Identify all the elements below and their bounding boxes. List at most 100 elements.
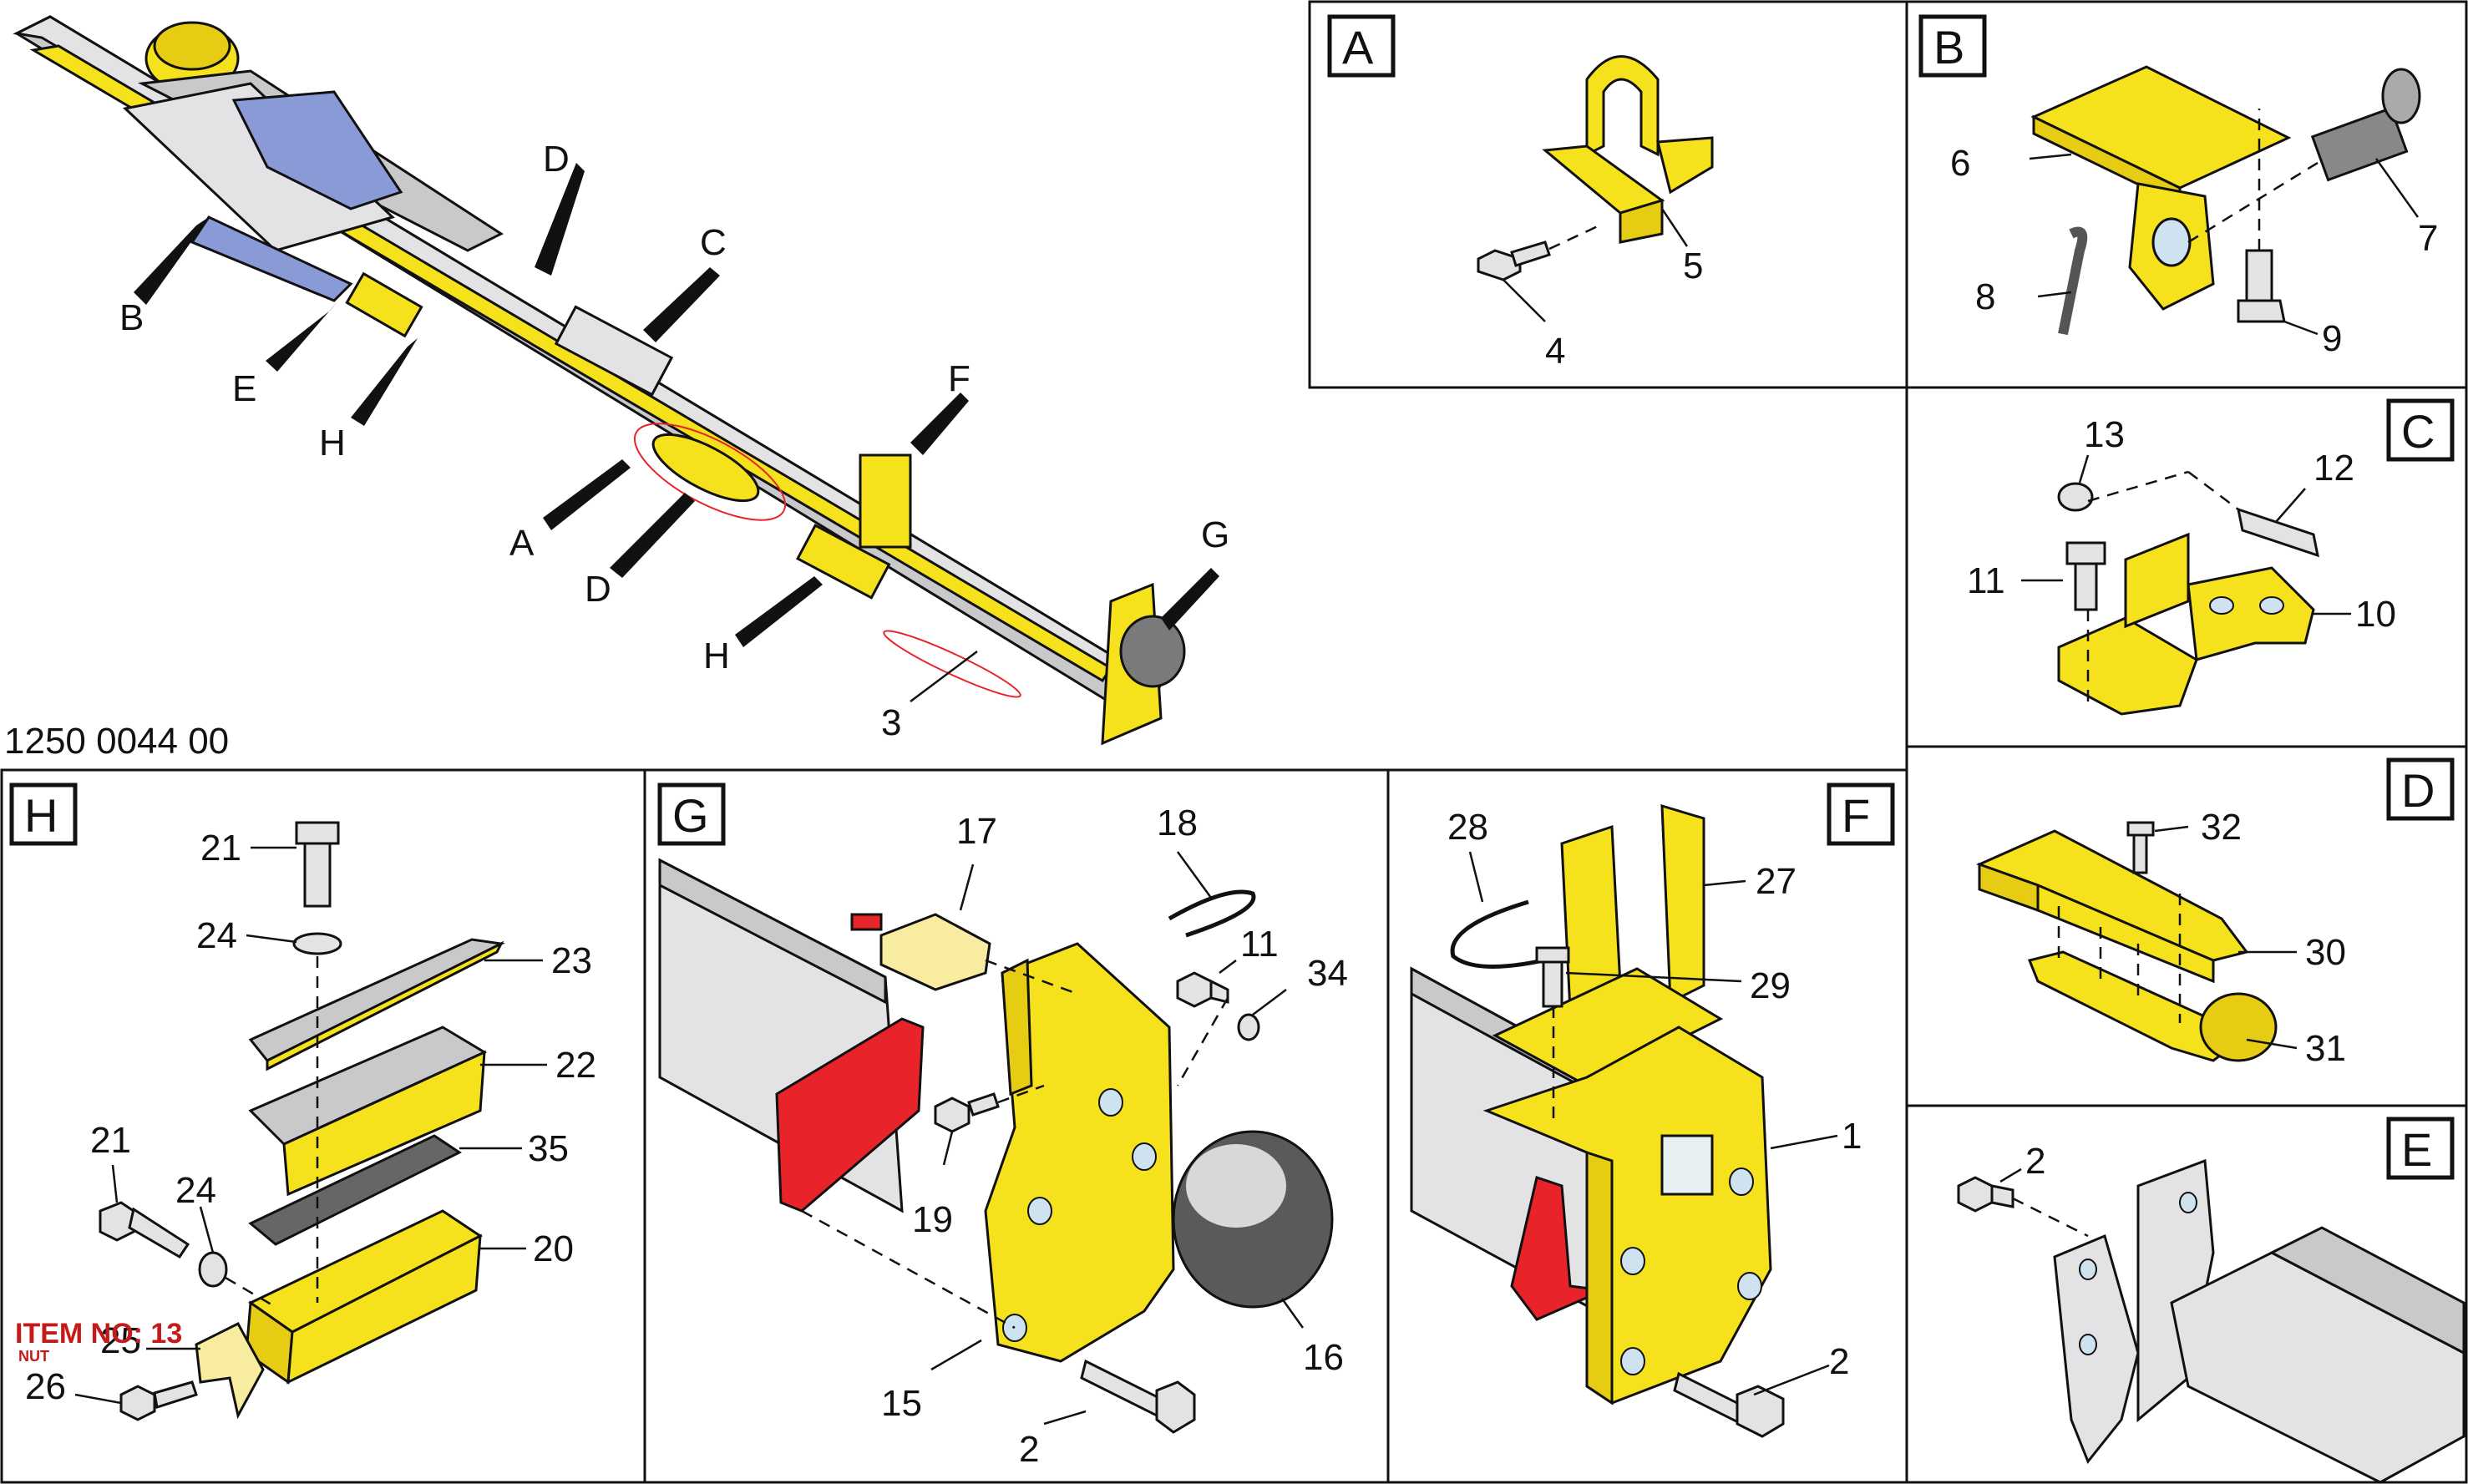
label-23: 23 [551, 940, 592, 981]
label-9: 9 [2322, 318, 2342, 359]
leader-12 [2275, 488, 2306, 523]
panel-E: E 2 [1957, 1117, 2465, 1484]
panel-B: B 6 7 8 9 [1918, 14, 2438, 359]
hose-reel-top [153, 21, 231, 71]
pin-7-head [2381, 68, 2421, 124]
leader-9 [2283, 320, 2319, 336]
slide-20-front [286, 1233, 482, 1385]
marker-D-top: D [543, 139, 570, 180]
plate-E-hole-2 [2179, 1192, 2197, 1213]
panel-E-title: E [2401, 1123, 2432, 1176]
label-16: 16 [1303, 1337, 1344, 1378]
label-5: 5 [1683, 246, 1703, 286]
marker-arrow-B [134, 217, 209, 305]
end-plate-15-side [1001, 958, 1033, 1097]
panel-D-title-box [2386, 757, 2455, 821]
marker-arrow-D-bottom [610, 493, 695, 578]
bolt-2-head-E [1957, 1176, 1994, 1213]
label-34: 34 [1307, 953, 1348, 994]
washer-24-top [292, 932, 342, 955]
washer-34 [1237, 1013, 1260, 1041]
end-cap-16-highlight [1186, 1144, 1286, 1228]
bolt-29-head [1535, 946, 1570, 964]
bracket-5-flange [1619, 198, 1664, 244]
leader-6 [2029, 153, 2072, 160]
panel-A-title: A [1342, 21, 1374, 73]
bracket-1-side [1585, 1150, 1614, 1405]
leader-11-G [1219, 960, 1237, 974]
leader-2-E [1999, 1167, 2022, 1183]
seal-G [775, 1017, 925, 1213]
axis-11-G [1176, 997, 1229, 1086]
axis-7 [2187, 161, 2319, 244]
bracket-6-top [2030, 65, 2292, 190]
bracket-6-hole [2151, 217, 2192, 267]
label-1: 1 [1842, 1116, 1862, 1157]
axis-12 [2187, 471, 2239, 510]
marker-arrow-C [643, 267, 720, 342]
bracket-10-base [2057, 616, 2198, 716]
fitting-H-lower [796, 524, 891, 600]
panel-C: C 13 12 11 10 [1967, 398, 2455, 716]
marker-G: G [1201, 514, 1229, 555]
leader-5 [1660, 208, 1689, 247]
rock-drill-motor [231, 90, 403, 210]
leader-32 [2154, 825, 2189, 833]
screw-32-shank [2132, 833, 2148, 874]
panel-H-title-box [9, 783, 78, 846]
leader-19 [942, 1131, 954, 1166]
drawing-number: 1250 0044 00 [4, 721, 229, 762]
leader-27 [1703, 879, 1746, 887]
leader-15 [930, 1339, 982, 1371]
plate-15-hole-1 [1098, 1088, 1123, 1117]
nut-13 [2057, 482, 2094, 512]
frame-F [1386, 768, 1908, 1484]
feed-cylinder [190, 215, 353, 302]
label-22: 22 [555, 1045, 596, 1086]
screw-32-head [2126, 821, 2155, 837]
label-18: 18 [1157, 803, 1198, 843]
wear-plate-23-edge [266, 940, 504, 1071]
label-12: 12 [2313, 448, 2354, 489]
bolt-2-head-F [1736, 1385, 1785, 1438]
marker-A: A [509, 523, 535, 564]
bolt-12 [2237, 507, 2319, 558]
bracket-10-upright [2124, 532, 2190, 629]
leader-34 [1252, 989, 1287, 1016]
bracket-5-base-right [1656, 136, 1714, 195]
leader-7 [2374, 158, 2420, 218]
leader-13 [2078, 454, 2090, 484]
bolt-2-shank-E [1990, 1184, 2014, 1208]
panel-F-title-box [1827, 783, 1895, 846]
carriage-plate [122, 82, 395, 252]
marker-C: C [700, 222, 727, 263]
axis-17 [985, 959, 1078, 995]
panel-E-title-box [2386, 1117, 2455, 1180]
bolt-21-left-shank [128, 1207, 190, 1259]
panel-G-title-box [657, 783, 726, 846]
shim-35 [248, 1134, 462, 1246]
marker-B: B [119, 297, 144, 338]
bolt-11-head [2065, 541, 2106, 565]
clip-18 [1168, 889, 1256, 938]
bracket-27-right [1660, 803, 1705, 1005]
bolt-21-left-head [99, 1201, 135, 1242]
label-10: 10 [2355, 594, 2396, 635]
clamp-31-round [2199, 992, 2278, 1062]
leader-8 [2037, 291, 2072, 298]
label-4: 4 [1545, 331, 1565, 372]
label-28: 28 [1447, 807, 1488, 848]
marker-E: E [232, 368, 256, 409]
label-8: 8 [1975, 276, 1995, 317]
leader-4 [1503, 279, 1546, 322]
marker-arrow-H [351, 338, 418, 426]
marker-H-lower: H [703, 636, 730, 676]
marker-arrow-A [543, 459, 631, 530]
leader-24-left [199, 1206, 215, 1254]
panel-B-title-box [1918, 14, 1987, 78]
leader-16 [1280, 1298, 1305, 1329]
bracket-10-hole-a [2209, 596, 2234, 615]
leader-28 [1468, 851, 1484, 903]
panel-A-title-box [1327, 14, 1396, 78]
